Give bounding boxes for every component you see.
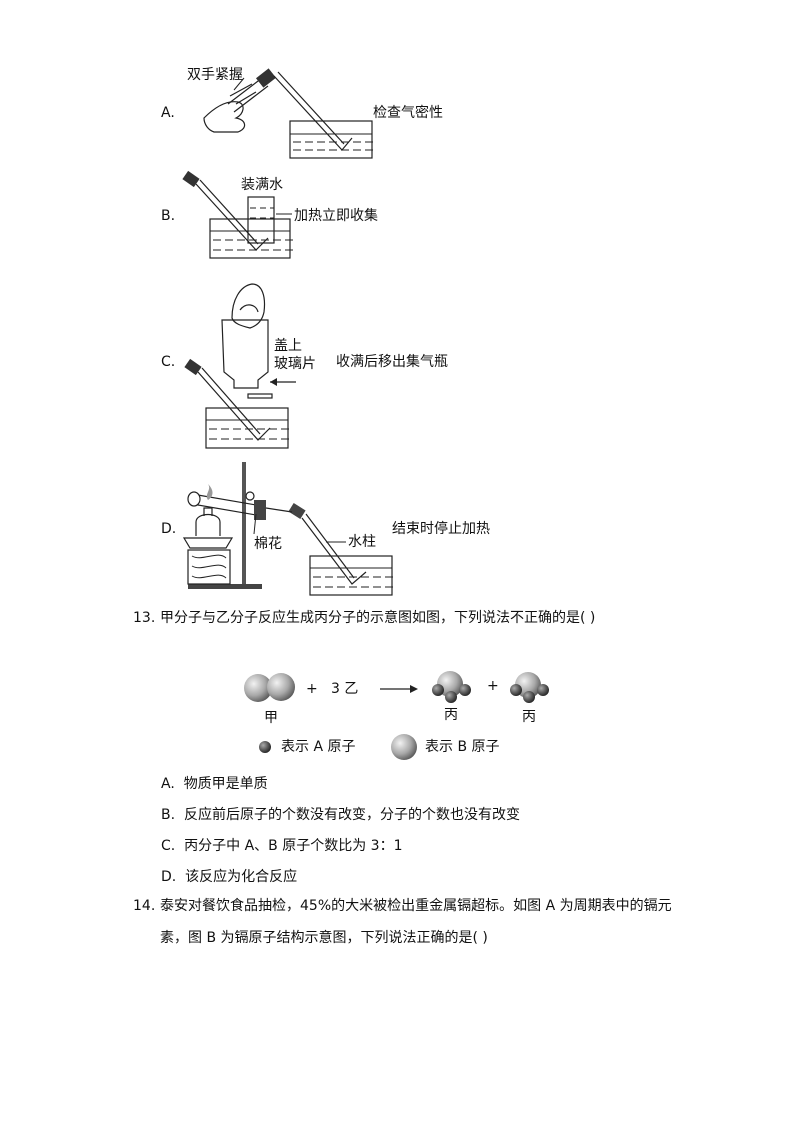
apparatus-c-cover-label-1: 盖上 [274,338,302,354]
q14-line-2: 素，图 B 为镉原子结构示意图，下列说法正确的是( ) [160,930,488,946]
option-letter: C. [161,838,176,854]
apparatus-a-letter: A. [161,105,175,121]
option-text: 物质甲是单质 [183,776,268,792]
apparatus-d-water-label: 水柱 [348,534,376,550]
apparatus-d-letter: D. [161,521,177,537]
apparatus-b-letter: B. [161,208,176,224]
option-letter: A. [161,776,175,792]
reaction-arrow [380,685,418,693]
option-text: 丙分子中 A、B 原子个数比为 3：1 [184,838,403,854]
q13-legend-a: 表示 A 原子 [281,739,356,755]
q14-line-1: 泰安对餐饮食品抽检，45%的大米被检出重金属镉超标。如图 A 为周期表中的镉元 [160,898,672,914]
q13-stem: 甲分子与乙分子反应生成丙分子的示意图如图，下列说法不正确的是( ) [160,610,596,626]
apparatus-c-letter: C. [161,354,176,370]
apparatus-a-drawing [203,68,373,159]
q13-option-c[interactable]: C. 丙分子中 A、B 原子个数比为 3：1 [161,835,403,855]
q13-plus-1: + [306,681,318,697]
q13-coef-b: 3 乙 [331,681,359,697]
option-letter: B. [161,807,176,823]
apparatus-d-side-label: 结束时停止加热 [392,521,490,537]
option-letter: D. [161,869,177,885]
q13-option-a[interactable]: A. 物质甲是单质 [161,773,268,793]
apparatus-c-side-label: 收满后移出集气瓶 [336,354,448,370]
apparatus-d-drawing [182,462,393,596]
apparatus-b-top-label: 装满水 [241,177,283,193]
option-text: 反应前后原子的个数没有改变，分子的个数也没有改变 [183,807,520,823]
q13-label-bing-2: 丙 [522,709,536,725]
apparatus-c-drawing [184,283,296,449]
apparatus-c-cover-label-2: 玻璃片 [274,356,316,372]
molecule-bing-1 [432,671,471,703]
molecule-bing-2 [510,672,549,703]
apparatus-a-side-label: 检查气密性 [373,105,443,121]
apparatus-b-side-label: 加热立即收集 [294,208,378,224]
legend-b-atom [391,734,417,760]
apparatus-a-hand-label: 双手紧握 [187,67,243,83]
q13-option-d[interactable]: D. 该反应为化合反应 [161,866,297,886]
molecule-jia [244,673,295,702]
q13-plus-2: + [487,678,499,694]
legend-a-atom [259,741,271,753]
apparatus-b-drawing [182,170,293,259]
q13-option-b[interactable]: B. 反应前后原子的个数没有改变，分子的个数也没有改变 [161,804,520,824]
q14-number: 14. [133,898,156,914]
q13-label-jia: 甲 [264,710,278,726]
option-text: 该反应为化合反应 [185,869,298,885]
q13-label-bing-1: 丙 [444,707,458,723]
apparatus-d-cotton-label: 棉花 [254,536,282,552]
q13-legend-b: 表示 B 原子 [425,739,500,755]
q13-number: 13. [133,610,156,626]
